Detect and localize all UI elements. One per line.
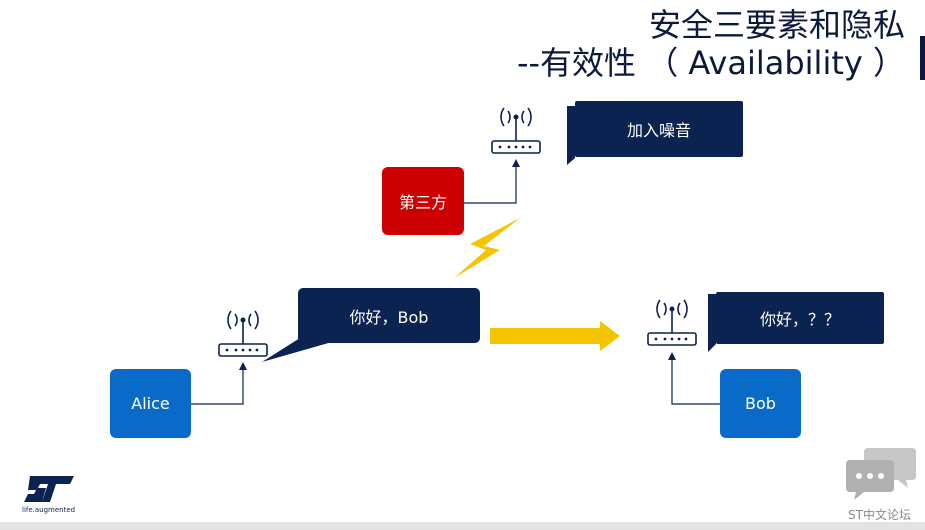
bob-router xyxy=(646,299,698,355)
st-logo xyxy=(22,474,78,510)
thirdparty-router xyxy=(490,107,542,163)
noise-message-banner: 加入噪音 xyxy=(575,101,743,157)
footer-bar xyxy=(0,522,925,530)
third-party-node: 第三方 xyxy=(382,167,464,235)
alice-message-bubble: 你好，Bob xyxy=(298,288,480,343)
alice-node: Alice xyxy=(110,369,191,438)
alice-router xyxy=(217,310,269,366)
bob-router-arrowhead xyxy=(668,352,676,360)
wifi-router-icon xyxy=(218,310,268,357)
bob-received-banner: 你好，？？ xyxy=(716,292,884,344)
bob-scroll-curl xyxy=(708,294,716,352)
bob-node: Bob xyxy=(720,369,801,438)
alice-msg-tail xyxy=(262,338,332,362)
logo-tagline: life.augmented xyxy=(22,506,76,514)
thirdparty-router-arrowhead xyxy=(512,159,520,167)
watermark-text: ST中文论坛 xyxy=(848,508,911,522)
wifi-router-icon xyxy=(491,107,541,154)
thirdparty-router-line xyxy=(464,163,517,204)
slide-title-line2: --有效性 （ Availability ） xyxy=(516,44,905,82)
alice-router-line xyxy=(190,366,244,405)
lightning-icon xyxy=(454,218,520,278)
chat-bubble-icon xyxy=(846,446,918,506)
slide-title-line1: 安全三要素和隐私 xyxy=(648,6,905,44)
noise-scroll-curl xyxy=(567,106,575,165)
wifi-router-icon xyxy=(647,299,697,346)
arrow-right-icon xyxy=(490,321,620,351)
bob-router-line xyxy=(671,356,720,405)
title-accent-bar xyxy=(920,36,925,80)
alice-router-arrowhead xyxy=(239,362,247,370)
